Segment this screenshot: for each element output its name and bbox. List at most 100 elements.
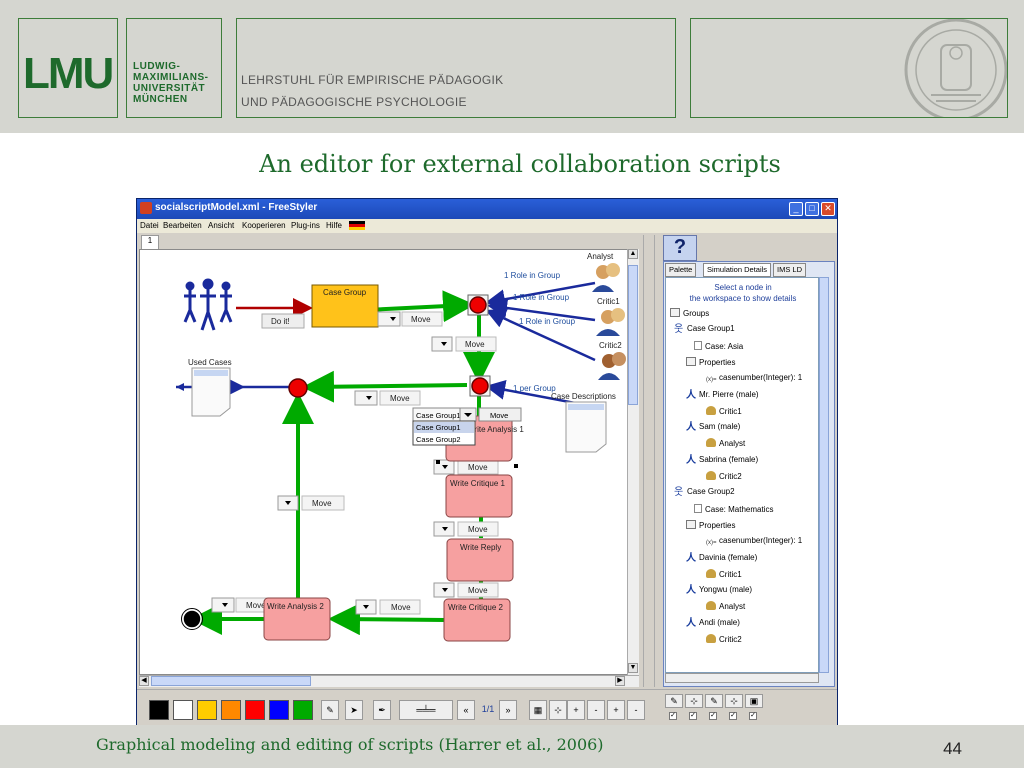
move-control[interactable]: Move xyxy=(433,521,499,537)
tree-node[interactable]: Analyst xyxy=(706,438,745,449)
dropdown-option-selected[interactable] xyxy=(414,422,474,433)
dropdown-option[interactable]: Case Group2 xyxy=(416,435,461,444)
pen-icon[interactable]: ✎ xyxy=(705,694,723,708)
stroke-width-slider[interactable]: ═╧═ xyxy=(399,700,453,720)
scroll-up-arrow-icon[interactable]: ▲ xyxy=(628,249,638,259)
scroll-right-arrow-icon[interactable]: ▶ xyxy=(615,676,625,686)
workspace-canvas[interactable]: Case Group Do it! Move Move Move xyxy=(139,249,633,675)
tab-simulation-details[interactable]: Simulation Details xyxy=(703,263,772,277)
tab-palette[interactable]: Palette xyxy=(665,263,697,277)
color-swatch[interactable] xyxy=(173,700,193,720)
used-cases-document-icon[interactable] xyxy=(191,367,231,417)
move-control[interactable]: Move xyxy=(354,390,421,406)
checkbox[interactable]: ✓ xyxy=(749,712,757,720)
checkbox[interactable]: ✓ xyxy=(709,712,717,720)
next-page-icon[interactable]: » xyxy=(499,700,517,720)
write-critique-1-box[interactable]: Write Critique 1 xyxy=(445,474,513,518)
zoom-in-icon[interactable]: + xyxy=(567,700,585,720)
tree-node[interactable]: Properties xyxy=(686,519,735,531)
tree-horizontal-scrollbar[interactable] xyxy=(665,673,819,683)
simulation-tree[interactable]: Select a node in the workspace to show d… xyxy=(665,277,819,673)
case-group-box[interactable] xyxy=(311,284,379,328)
panel-splitter[interactable] xyxy=(643,235,655,687)
write-reply-box[interactable]: Write Reply xyxy=(446,538,514,582)
tree-node[interactable]: Properties xyxy=(686,356,735,368)
pointer-add-icon[interactable]: ➤ xyxy=(345,700,363,720)
tree-node[interactable]: Groups xyxy=(670,308,709,319)
tree-node[interactable]: Critic2 xyxy=(706,471,742,482)
menu-datei[interactable]: Datei xyxy=(140,221,159,230)
menu-kooperieren[interactable]: Kooperieren xyxy=(242,221,286,230)
move-control[interactable]: Move xyxy=(355,599,421,615)
critic1-role-icon[interactable] xyxy=(596,308,625,336)
zoom-in-icon[interactable]: + xyxy=(607,700,625,720)
tab-ims-ld[interactable]: IMS LD xyxy=(773,263,807,277)
selection-handle[interactable] xyxy=(514,464,518,468)
freestyler-window[interactable]: socialscriptModel.xml - FreeStyler _ □ ✕… xyxy=(136,198,838,726)
zoom-out-icon[interactable]: - xyxy=(627,700,645,720)
color-swatch[interactable] xyxy=(197,700,217,720)
script-diagram[interactable]: Case Group Do it! Move Move Move xyxy=(140,250,633,675)
eraser-icon[interactable]: ✎ xyxy=(321,700,339,720)
checkbox[interactable]: ✓ xyxy=(669,712,677,720)
checkbox[interactable]: ✓ xyxy=(729,712,737,720)
write-critique-2-box[interactable]: Write Critique 2 xyxy=(443,598,511,642)
tree-node[interactable]: Analyst xyxy=(706,601,745,612)
window-titlebar[interactable]: socialscriptModel.xml - FreeStyler _ □ ✕ xyxy=(137,199,837,219)
selection-handle[interactable] xyxy=(436,460,440,464)
tree-node[interactable]: Critic2 xyxy=(706,634,742,645)
dropdown-option[interactable]: Case Group1 xyxy=(416,423,461,432)
reset-icon[interactable]: ▦ xyxy=(529,700,547,720)
workspace-horizontal-scrollbar[interactable]: ◀ ▶ xyxy=(139,675,639,687)
do-it-button[interactable] xyxy=(261,313,305,329)
menu-bearbeiten[interactable]: Bearbeiten xyxy=(163,221,202,230)
move-control[interactable]: Move xyxy=(277,495,345,511)
color-swatch[interactable] xyxy=(149,700,169,720)
color-swatch[interactable] xyxy=(221,700,241,720)
scroll-left-arrow-icon[interactable]: ◀ xyxy=(139,676,149,686)
previous-page-icon[interactable]: « xyxy=(457,700,475,720)
color-swatch[interactable] xyxy=(269,700,289,720)
move-control[interactable]: Move xyxy=(431,336,497,352)
pen-icon[interactable]: ✒ xyxy=(373,700,391,720)
junction-node[interactable] xyxy=(469,375,491,397)
move-control[interactable]: Move xyxy=(433,459,499,475)
write-analysis-2-box[interactable]: Write Analysis 2 xyxy=(263,597,331,641)
workspace-vertical-scrollbar[interactable]: ▲ ▼ xyxy=(627,249,639,675)
image-icon[interactable]: ▣ xyxy=(745,694,763,708)
end-node[interactable] xyxy=(181,608,203,630)
workspace-tab[interactable]: 1 xyxy=(141,235,159,249)
close-button[interactable]: ✕ xyxy=(821,202,835,216)
color-swatch[interactable] xyxy=(245,700,265,720)
tree-layout-icon[interactable]: ⊹ xyxy=(685,694,703,708)
scroll-thumb[interactable] xyxy=(151,676,311,686)
case-descriptions-document-icon[interactable] xyxy=(565,401,607,453)
minimize-button[interactable]: _ xyxy=(789,202,803,216)
move-control[interactable]: Move xyxy=(377,311,443,327)
tree-layout-icon[interactable]: ⊹ xyxy=(549,700,567,720)
help-tab[interactable]: ? xyxy=(663,235,697,261)
pen-icon[interactable]: ✎ xyxy=(665,694,683,708)
junction-node[interactable] xyxy=(288,378,308,398)
critic2-role-icon[interactable] xyxy=(598,352,626,380)
maximize-button[interactable]: □ xyxy=(805,202,819,216)
group-icon[interactable] xyxy=(183,278,233,331)
scroll-thumb[interactable] xyxy=(628,265,638,405)
tree-node[interactable]: Case: Mathematics xyxy=(694,503,773,515)
tree-layout-icon[interactable]: ⊹ xyxy=(725,694,743,708)
move-control[interactable]: Move xyxy=(433,582,499,598)
analyst-role-icon[interactable] xyxy=(592,263,620,292)
tree-node[interactable]: (x)=casenumber(Integer): 1 xyxy=(706,373,802,384)
tree-vertical-scrollbar[interactable] xyxy=(819,277,829,673)
menu-ansicht[interactable]: Ansicht xyxy=(208,221,235,230)
checkbox[interactable]: ✓ xyxy=(689,712,697,720)
case-group-dropdown[interactable]: Case Group1 Move Case Group1 Case Group2 xyxy=(412,407,522,446)
